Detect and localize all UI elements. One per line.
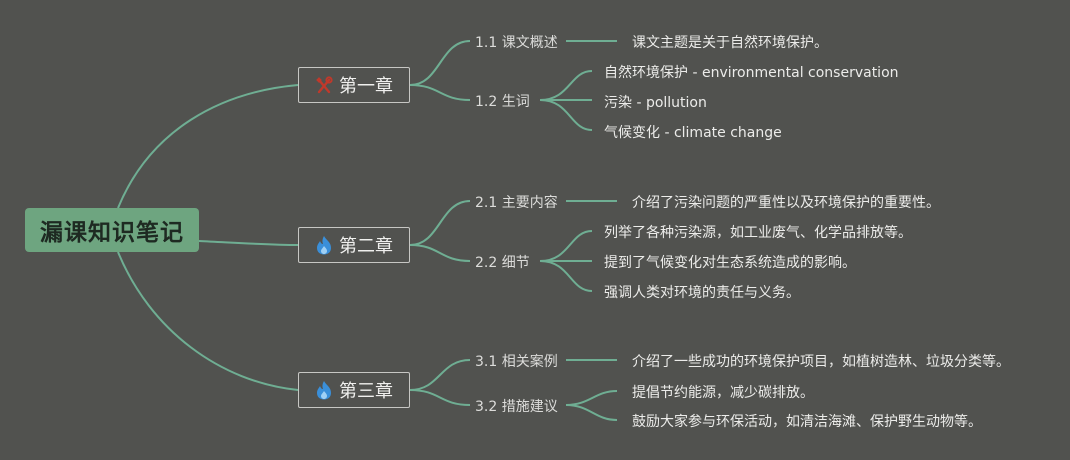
subtopic-2-1[interactable]: 2.1 主要内容: [475, 195, 558, 211]
link-ch3-sub2: [409, 389, 471, 406]
subtopic-3-2[interactable]: 3.2 措施建议: [475, 399, 558, 415]
leaf-2-2-2[interactable]: 提到了气候变化对生态系统造成的影响。: [604, 255, 856, 271]
chapter-title: 第一章: [339, 76, 393, 97]
link-ch1-sub1: [409, 40, 471, 86]
link-root-ch3: [117, 251, 299, 391]
subtopic-2-2[interactable]: 2.2 细节: [475, 255, 530, 271]
tools-icon: [315, 75, 333, 95]
leaf-3-2-1[interactable]: 提倡节约能源，减少碳排放。: [632, 385, 814, 401]
link-sub32-leaf2: [565, 404, 618, 421]
link-ch3-sub1: [409, 359, 471, 391]
subtopic-1-2[interactable]: 1.2 生词: [475, 94, 530, 110]
link-sub12-leaf3: [539, 99, 593, 131]
leaf-3-2-2[interactable]: 鼓励大家参与环保活动，如清洁海滩、保护野生动物等。: [632, 414, 982, 430]
link-sub22-leaf3: [539, 260, 593, 292]
leaf-1-2-1[interactable]: 自然环境保护 - environmental conservation: [604, 65, 899, 81]
chapter-node-1[interactable]: 第一章: [298, 67, 410, 103]
link-root-ch1: [117, 84, 299, 209]
leaf-1-1-1[interactable]: 课文主题是关于自然环境保护。: [632, 35, 828, 51]
leaf-2-2-3[interactable]: 强调人类对环境的责任与义务。: [604, 285, 800, 301]
chapter-node-2[interactable]: 第二章: [298, 227, 410, 263]
leaf-1-2-3[interactable]: 气候变化 - climate change: [604, 125, 782, 141]
root-node[interactable]: 漏课知识笔记: [25, 208, 199, 252]
link-ch2-sub1: [409, 200, 471, 246]
chapter-node-3[interactable]: 第三章: [298, 372, 410, 408]
subtopic-1-1[interactable]: 1.1 课文概述: [475, 35, 558, 51]
leaf-1-2-2[interactable]: 污染 - pollution: [604, 95, 707, 111]
leaf-3-1-1[interactable]: 介绍了一些成功的环境保护项目，如植树造林、垃圾分类等。: [632, 354, 1010, 370]
link-ch1-sub2: [409, 84, 471, 101]
link-sub32-leaf1: [565, 390, 618, 406]
link-root-ch2: [198, 240, 299, 246]
subtopic-3-1[interactable]: 3.1 相关案例: [475, 354, 558, 370]
leaf-2-1-1[interactable]: 介绍了污染问题的严重性以及环境保护的重要性。: [632, 195, 940, 211]
link-sub22-leaf1: [539, 230, 593, 262]
fire-icon: [315, 380, 333, 400]
leaf-2-2-1[interactable]: 列举了各种污染源，如工业废气、化学品排放等。: [604, 225, 912, 241]
fire-icon: [315, 235, 333, 255]
root-title: 漏课知识笔记: [40, 220, 184, 246]
link-ch2-sub2: [409, 244, 471, 262]
chapter-title: 第二章: [339, 236, 393, 257]
chapter-title: 第三章: [339, 381, 393, 402]
link-sub12-leaf1: [539, 70, 593, 101]
